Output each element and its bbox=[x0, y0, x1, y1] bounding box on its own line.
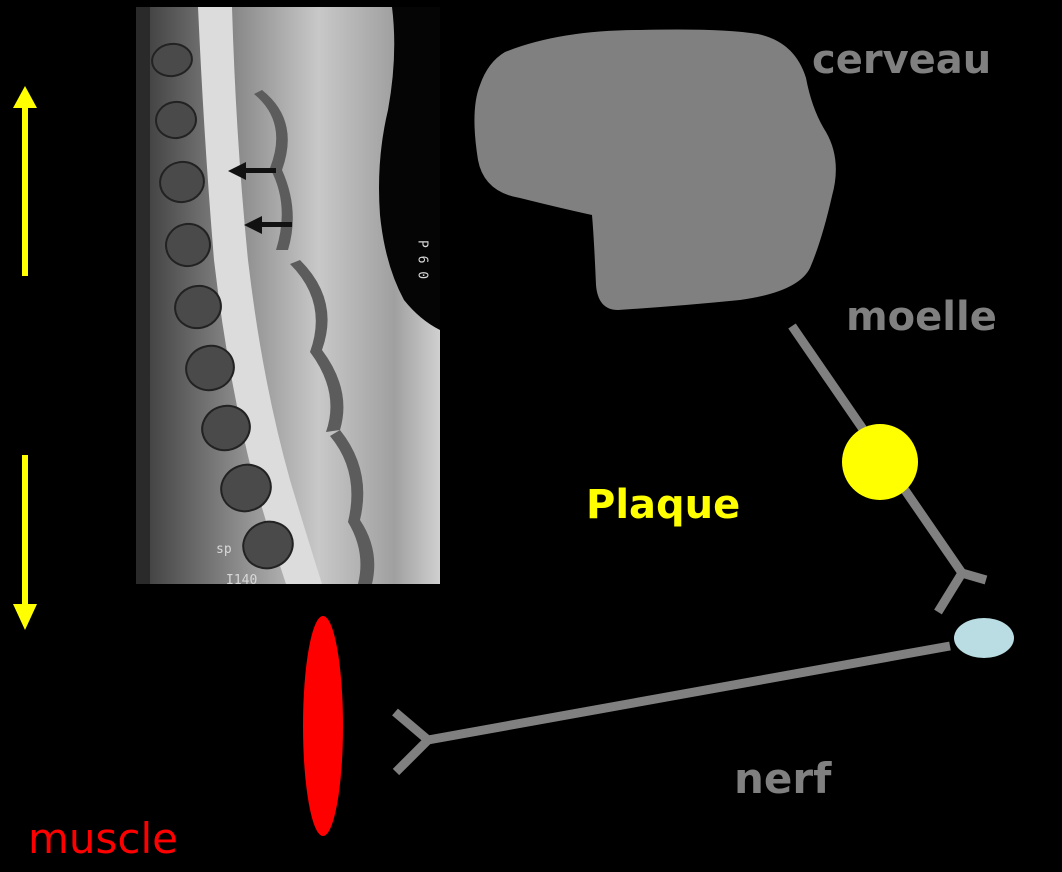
plaque-circle bbox=[842, 424, 918, 500]
arrow-lower-shaft bbox=[22, 455, 28, 605]
mri-left-shadow bbox=[136, 7, 150, 584]
mri-image: P 6 0 sp I140 bbox=[136, 7, 440, 588]
mri-lower-left-label: sp bbox=[216, 542, 232, 557]
arrow-upper-shaft bbox=[22, 104, 28, 276]
mri-bottom-label: I140 bbox=[226, 573, 257, 588]
spinal-terminal-fork bbox=[938, 573, 986, 612]
muscle-label: muscle bbox=[28, 818, 178, 860]
muscle-ellipse bbox=[303, 616, 343, 836]
brain-shape bbox=[474, 30, 835, 311]
nerve-pathway bbox=[428, 646, 950, 740]
brain-label: cerveau bbox=[812, 40, 991, 80]
mri-side-label: P 6 0 bbox=[415, 240, 430, 279]
nerve-terminal-fork bbox=[395, 712, 428, 772]
spinal-cord-label: moelle bbox=[846, 297, 997, 337]
plaque-label: Plaque bbox=[586, 485, 740, 525]
arrow-up-head bbox=[13, 86, 37, 108]
arrow-down-head bbox=[13, 604, 37, 630]
synapse-ellipse bbox=[954, 618, 1014, 658]
nerve-label: nerf bbox=[734, 758, 831, 800]
vertical-arrow bbox=[13, 86, 37, 630]
